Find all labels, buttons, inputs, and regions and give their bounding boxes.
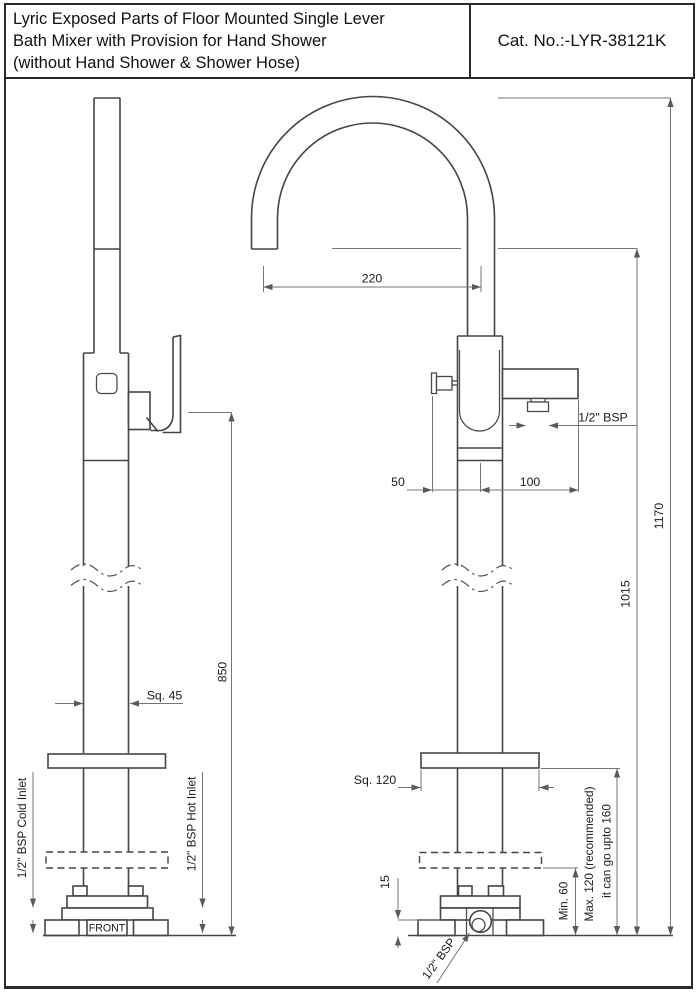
dim-spout-thread: 1/2" BSP xyxy=(578,411,627,425)
base-tier2-side xyxy=(61,907,154,921)
catalog-number: Cat. No.:-LYR-38121K xyxy=(469,5,693,77)
dim-max-cover-line1: Max. 120 (recommended) xyxy=(582,786,596,921)
floor-flange-side xyxy=(47,753,167,769)
title-line-2: Bath Mixer with Provision for Hand Showe… xyxy=(13,32,327,50)
base-tier1-front xyxy=(439,895,521,909)
floor-flange-front xyxy=(420,752,540,769)
diverter-knob xyxy=(435,375,453,391)
dim-base-height: 15 xyxy=(378,875,392,889)
base-foot-right-front xyxy=(505,919,545,937)
drawing-title: Lyric Exposed Parts of Floor Mounted Sin… xyxy=(6,5,469,77)
base-foot-right-side xyxy=(132,919,169,937)
label-cold-inlet: 1/2" BSP Cold Inlet xyxy=(15,777,29,878)
base-foot-left-front xyxy=(417,919,456,937)
dim-overall-height: 1170 xyxy=(652,503,666,530)
lever-handle xyxy=(145,334,182,434)
base-tab-left-front xyxy=(457,885,473,897)
base-foot-left-side xyxy=(44,919,80,937)
break-line-side-upper xyxy=(70,563,144,577)
spout-outlet-ring xyxy=(526,401,550,413)
dim-flange-square: Sq. 120 xyxy=(354,773,397,787)
title-block: Lyric Exposed Parts of Floor Mounted Sin… xyxy=(4,3,695,79)
base-center-block xyxy=(465,908,494,935)
diverter-window xyxy=(95,372,118,395)
base-tab-left xyxy=(72,885,88,897)
title-line-1: Lyric Exposed Parts of Floor Mounted Sin… xyxy=(13,10,385,28)
side-view-column-and-pipe xyxy=(82,97,130,896)
extension-lines xyxy=(188,97,671,921)
base-tier1-side xyxy=(66,895,149,909)
front-view-label: FRONT xyxy=(89,923,126,935)
bath-spout-body xyxy=(501,368,579,400)
dim-min-cover: Min. 60 xyxy=(557,881,571,920)
mixer-body xyxy=(456,335,504,896)
break-line-front-lower xyxy=(441,578,515,593)
gooseneck-spout xyxy=(250,95,496,336)
dim-max-cover-line2: it can go upto 160 xyxy=(600,804,614,898)
diverter-knob-flange xyxy=(430,372,438,395)
base-tab-right xyxy=(127,885,144,897)
dim-outlet-height: 1015 xyxy=(619,580,633,608)
side-view: FRONT xyxy=(43,97,236,937)
break-line-side-lower xyxy=(70,578,144,593)
cartridge-housing xyxy=(127,391,151,431)
leader-inlet-thread xyxy=(436,932,470,984)
dim-body-square: Sq. 45 xyxy=(147,689,183,703)
adjustable-flange-front xyxy=(418,851,543,869)
dim-handle-height: 850 xyxy=(216,662,230,683)
front-view xyxy=(250,95,673,937)
dim-diverter-offset: 50 xyxy=(391,475,405,489)
label-hot-inlet: 1/2" BSP Hot Inlet xyxy=(185,776,199,871)
dim-spout-offset: 100 xyxy=(520,475,541,489)
base-tab-right-front xyxy=(487,885,505,897)
break-line-front-upper xyxy=(441,563,515,577)
title-line-3: (without Hand Shower & Shower Hose) xyxy=(13,54,301,72)
diverter-knob-stem xyxy=(451,380,459,386)
cartridge-profile xyxy=(458,350,501,432)
dimension-annotations: 220 1170 1015 850 50 100 1/2" BSP Sq. 45… xyxy=(15,97,674,984)
adjustable-flange-side xyxy=(45,851,169,869)
dim-spout-reach: 220 xyxy=(362,272,383,286)
inlet-port-inner xyxy=(471,917,486,933)
